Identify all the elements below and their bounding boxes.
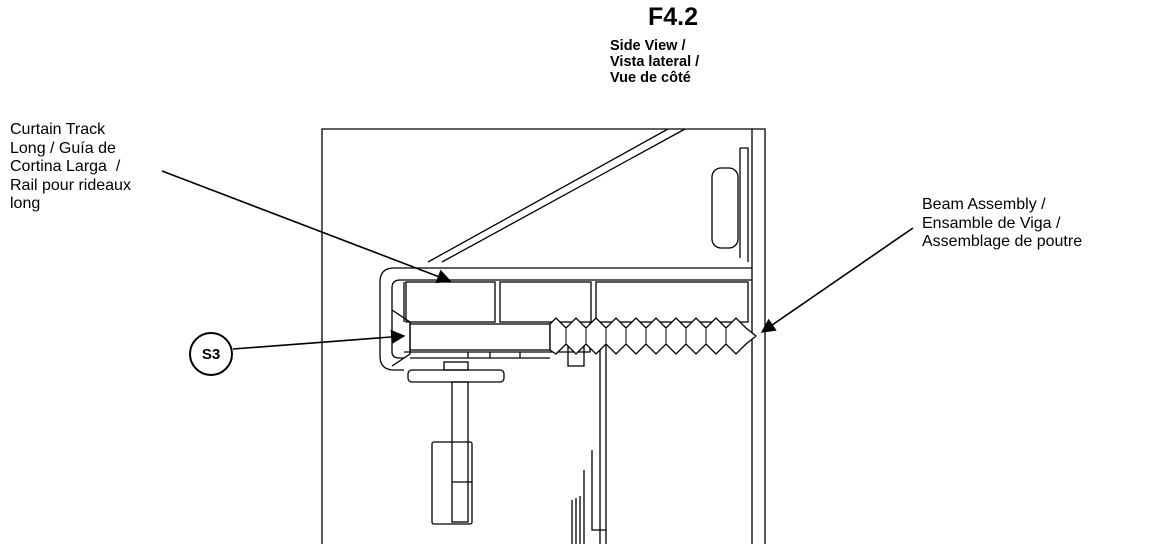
mounting-slot xyxy=(711,167,739,249)
view-title: Side View / Vista lateral / Vue de côté xyxy=(610,38,699,86)
beam-assembly-leader xyxy=(760,227,914,333)
s3-leader xyxy=(232,329,406,350)
screw-thread xyxy=(549,317,758,355)
beam-assembly-callout: Beam Assembly / Ensamble de Viga / Assem… xyxy=(922,196,1147,252)
screw-shank xyxy=(409,323,551,351)
glider-stem xyxy=(451,381,469,523)
curtain-track-leader xyxy=(161,170,452,284)
view-title-line: Vista lateral / xyxy=(610,54,700,70)
view-title-line: Side View / xyxy=(610,38,686,54)
glider-wheel xyxy=(407,369,505,383)
callout-line: Beam Assembly / xyxy=(922,196,1046,213)
callout-line: Long / Guía de xyxy=(10,139,116,157)
diagonal-brace xyxy=(427,128,669,263)
view-title-line: Vue de côté xyxy=(610,70,691,86)
callout-line: Rail pour rideaux xyxy=(10,176,131,194)
callout-line: Assemblage de poutre xyxy=(922,233,1083,250)
figure-id: F4.2 xyxy=(647,3,699,31)
part-tag-label: S3 xyxy=(201,345,221,363)
callout-line: Ensamble de Viga / xyxy=(922,214,1061,232)
callout-line: Curtain Track xyxy=(10,121,106,138)
curtain-track-profile xyxy=(379,267,752,371)
curtain-track-callout: Curtain Track Long / Guía de Cortina Lar… xyxy=(10,121,210,214)
part-tag-s3: S3 xyxy=(189,332,233,376)
callout-line: long xyxy=(10,195,41,212)
callout-line: Cortina Larga / xyxy=(10,158,121,175)
